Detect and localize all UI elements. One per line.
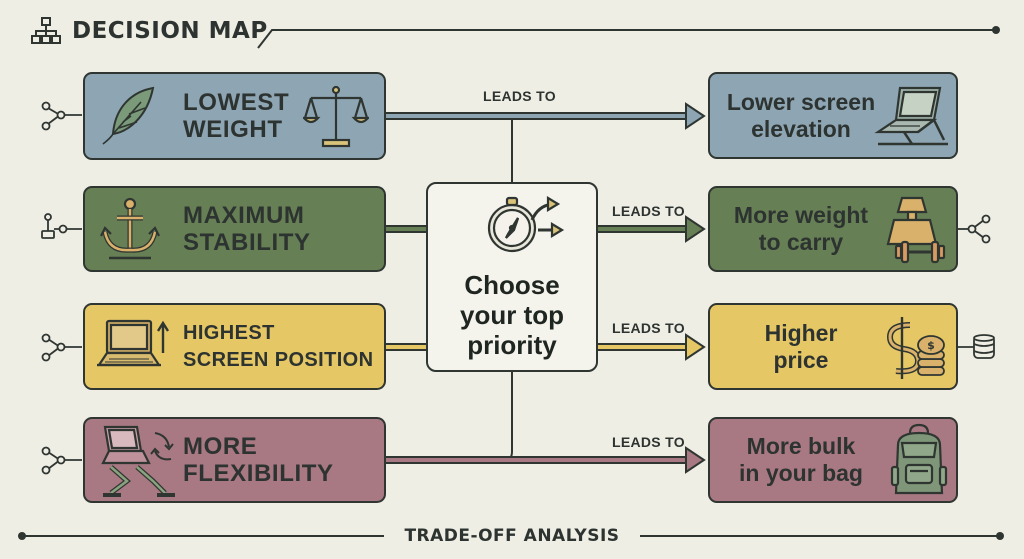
priority-label: HIGHEST SCREEN POSITION: [183, 321, 374, 371]
anchor-icon: [100, 197, 160, 260]
center-title: Choose your top priority: [460, 270, 564, 360]
connector-label-row-4: LEADS TO: [612, 434, 685, 450]
priority-label: MAXIMUM STABILITY: [183, 202, 311, 256]
laptop-raised-icon: [96, 319, 170, 367]
priority-label: LOWEST WEIGHT: [183, 89, 290, 143]
page-title: DECISION MAP: [72, 18, 268, 44]
consequence-label: More bulk in your bag: [739, 433, 863, 486]
center-decision-box[interactable]: Choose your top priority: [426, 182, 598, 372]
arrow-row-3-head: [685, 333, 706, 361]
priority-lowest-weight[interactable]: LOWEST WEIGHT: [83, 72, 386, 160]
joystick-icon: [41, 213, 82, 239]
consequence-label: Higher price: [764, 319, 838, 373]
consequence-label: Lower screen elevation: [726, 88, 876, 142]
footer-title: TRADE-OFF ANALYSIS: [404, 526, 620, 546]
scale-icon: [303, 85, 369, 148]
connector-label-row-3: LEADS TO: [612, 320, 685, 336]
feather-icon: [102, 86, 155, 145]
connector-label-row-1: LEADS TO: [483, 88, 556, 104]
compass-icon: [487, 196, 565, 253]
consequence-more-bulk-in-your-bag[interactable]: More bulk in your bag: [708, 417, 958, 503]
laptop-stand-icon: [874, 86, 948, 146]
consequence-higher-price[interactable]: Higher price $: [708, 303, 958, 390]
dollar-coins-icon: $: [886, 317, 945, 379]
folding-stand-icon: [101, 425, 175, 497]
footer-dot-left: [18, 532, 26, 540]
database-icon: [957, 334, 995, 359]
share-node-icon: [957, 214, 991, 244]
priority-maximum-stability[interactable]: MAXIMUM STABILITY: [83, 186, 386, 272]
trunk-bottom: [503, 372, 513, 461]
priority-highest-screen-position[interactable]: HIGHEST SCREEN POSITION: [83, 303, 386, 390]
arrow-row-4-head: [685, 446, 706, 474]
consequence-lower-screen-elevation[interactable]: Lower screen elevation: [708, 72, 958, 159]
header-line: [257, 29, 996, 49]
svg-text:$: $: [927, 339, 935, 352]
share-node-icon: [41, 333, 82, 362]
arrow-row-1-head: [685, 102, 706, 130]
footer-dot-right: [996, 532, 1004, 540]
consequence-more-weight-to-carry[interactable]: More weight to carry: [708, 186, 958, 272]
header-line-end-dot: [992, 26, 1000, 34]
share-node-icon: [41, 101, 82, 131]
share-node-icon: [41, 446, 82, 475]
connector-label-row-2: LEADS TO: [612, 203, 685, 219]
priority-label: MORE FLEXIBILITY: [183, 433, 334, 487]
arrow-row-2-head: [685, 215, 706, 243]
weight-icon: [886, 196, 946, 264]
hierarchy-icon: [31, 17, 61, 44]
priority-more-flexibility[interactable]: MORE FLEXIBILITY: [83, 417, 386, 503]
consequence-label: More weight to carry: [733, 202, 869, 255]
backpack-icon: [890, 423, 948, 495]
